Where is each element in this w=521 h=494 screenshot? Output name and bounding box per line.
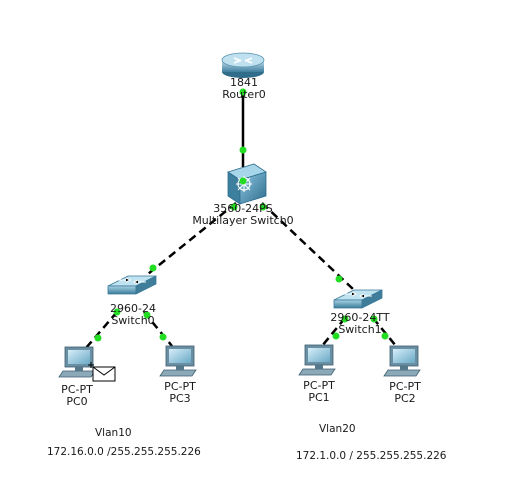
pc0-label: PC-PT PC0 [61, 384, 93, 408]
pc1-name: PC1 [308, 391, 330, 404]
pc2-model: PC-PT [389, 380, 421, 393]
switch0-icon[interactable] [107, 275, 157, 295]
pc2-label: PC-PT PC2 [389, 381, 421, 405]
cable-mls-switch1[interactable] [261, 202, 355, 291]
switch1-label: 2960-24TT Switch1 [330, 312, 389, 336]
mls-label: 3560-24PS Multilayer Switch0 [192, 203, 293, 227]
router-label: 1841 Router0 [222, 77, 265, 101]
pc0-icon[interactable] [58, 346, 96, 378]
router-icon[interactable] [221, 52, 265, 78]
switch1-icon[interactable] [333, 289, 383, 309]
pc3-model: PC-PT [164, 380, 196, 393]
pc1-model: PC-PT [303, 379, 335, 392]
cable-switch1-pc2[interactable] [372, 317, 397, 347]
router-model: 1841 [229, 76, 258, 89]
pc0-name: PC0 [66, 395, 88, 408]
pc1-icon[interactable] [298, 344, 336, 376]
envelope-icon[interactable] [88, 362, 116, 382]
pc3-name: PC3 [169, 392, 191, 405]
vlan10-label: Vlan10 [95, 427, 132, 439]
router-name: Router0 [222, 88, 266, 101]
switch0-label: 2960-24 Switch0 [110, 303, 156, 327]
vlan20-network: 172.1.0.0 / 255.255.255.226 [296, 450, 447, 462]
mls-name: Multilayer Switch0 [192, 214, 294, 227]
vlan20-label: Vlan20 [319, 423, 356, 435]
pc2-name: PC2 [394, 392, 416, 405]
mls-model: 3560-24PS [213, 202, 273, 215]
pc1-label: PC-PT PC1 [303, 380, 335, 404]
pc3-icon[interactable] [159, 345, 197, 377]
link-status-dots [94, 88, 389, 342]
switch0-model: 2960-24 [110, 302, 156, 315]
switch1-model: 2960-24TT [330, 311, 390, 324]
multilayer-switch-icon[interactable] [227, 163, 267, 205]
pc0-model: PC-PT [61, 383, 93, 396]
vlan10-network: 172.16.0.0 /255.255.255.226 [47, 446, 201, 458]
switch0-name: Switch0 [111, 314, 155, 327]
cable-switch0-pc0[interactable] [85, 311, 118, 349]
pc2-icon[interactable] [383, 345, 421, 377]
cable-switch1-pc1[interactable] [321, 317, 346, 347]
pc3-label: PC-PT PC3 [164, 381, 196, 405]
switch1-name: Switch1 [338, 323, 382, 336]
